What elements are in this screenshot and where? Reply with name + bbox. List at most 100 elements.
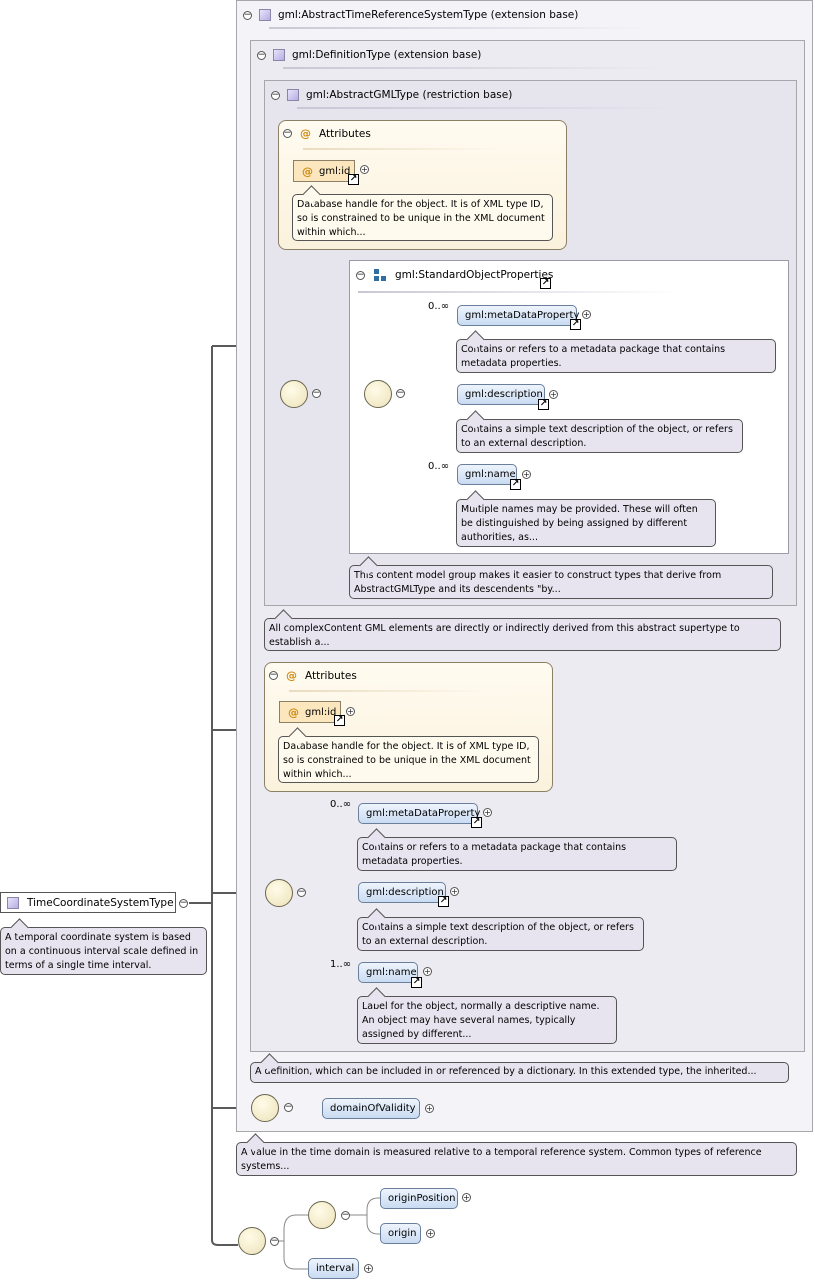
- collapse-icon[interactable]: −: [271, 89, 280, 100]
- sequence-compositor-icon[interactable]: [364, 380, 392, 408]
- reference-link-icon[interactable]: ↗: [438, 896, 449, 907]
- doc-text: Multiple names may be provided. These wi…: [461, 504, 698, 543]
- attribute-name: gml:id: [305, 706, 337, 718]
- doc-text: A temporal coordinate system is based on…: [5, 932, 199, 971]
- occurrence-label: 0..∞: [428, 301, 450, 312]
- occurrence-label: 0..∞: [428, 461, 450, 472]
- expand-icon[interactable]: +: [360, 164, 369, 174]
- root-complex-type[interactable]: TimeCoordinateSystemType: [0, 892, 176, 913]
- expand-icon[interactable]: +: [426, 1228, 435, 1238]
- attribute-gml-id[interactable]: @ gml:id: [293, 160, 355, 182]
- reference-link-icon[interactable]: ↗: [570, 319, 581, 330]
- element-name-label: gml:name: [465, 469, 516, 480]
- reference-link-icon[interactable]: ↗: [538, 399, 549, 410]
- sequence-compositor-icon[interactable]: [280, 380, 308, 408]
- reference-link-icon[interactable]: ↗: [540, 278, 551, 289]
- group-title: gml:AbstractGMLType (restriction base): [306, 89, 513, 101]
- attributes-header: − @ Attributes: [269, 669, 357, 682]
- sequence-compositor-icon[interactable]: [251, 1094, 279, 1122]
- complex-type-icon: [259, 9, 271, 21]
- attribute-icon: @: [302, 164, 313, 178]
- element-name-label: gml:name: [366, 967, 417, 978]
- title-rule: [289, 690, 489, 692]
- doc-text: A value in the time domain is measured r…: [241, 1147, 762, 1172]
- expand-icon[interactable]: +: [522, 469, 531, 479]
- model-group-icon: [374, 269, 386, 281]
- element-name: origin: [388, 1228, 417, 1239]
- choice-compositor-icon[interactable]: [308, 1201, 336, 1229]
- expand-icon[interactable]: +: [462, 1192, 471, 1202]
- element-name: interval: [316, 1263, 355, 1274]
- sequence-compositor-icon[interactable]: [238, 1227, 266, 1255]
- element-doc: Label for the object, normally a descrip…: [357, 996, 617, 1044]
- title-rule: [283, 67, 663, 69]
- reference-link-icon[interactable]: ↗: [334, 715, 345, 726]
- root-doc: A temporal coordinate system is based on…: [0, 927, 207, 975]
- reference-link-icon[interactable]: ↗: [510, 479, 521, 490]
- group-title: gml:DefinitionType (extension base): [292, 49, 482, 61]
- collapse-icon[interactable]: −: [179, 898, 188, 908]
- complex-type-icon: [273, 49, 285, 61]
- collapse-icon[interactable]: −: [341, 1210, 350, 1220]
- collapse-icon[interactable]: −: [297, 887, 306, 897]
- element-name[interactable]: gml:name: [457, 464, 517, 485]
- complex-type-icon: [287, 89, 299, 101]
- expand-icon[interactable]: +: [364, 1263, 373, 1273]
- doc-text: Contains or refers to a metadata package…: [461, 344, 726, 369]
- expand-icon[interactable]: +: [425, 1103, 434, 1113]
- element-origin-position[interactable]: originPosition: [380, 1188, 458, 1209]
- collapse-icon[interactable]: −: [396, 388, 405, 398]
- expand-icon[interactable]: +: [450, 886, 459, 896]
- group-doc: All complexContent GML elements are dire…: [264, 618, 781, 651]
- collapse-icon[interactable]: −: [257, 49, 266, 60]
- group-title: gml:AbstractTimeReferenceSystemType (ext…: [278, 9, 579, 21]
- expand-icon[interactable]: +: [582, 309, 591, 319]
- doc-text: All complexContent GML elements are dire…: [269, 623, 740, 648]
- sequence-compositor-icon[interactable]: [265, 879, 293, 907]
- element-metadata-property[interactable]: gml:metaDataProperty: [358, 803, 480, 824]
- attribute-doc: Database handle for the object. It is of…: [278, 736, 539, 783]
- element-metadata-property[interactable]: gml:metaDataProperty: [457, 305, 579, 326]
- attribute-icon: @: [300, 127, 311, 140]
- group-header: − gml:AbstractGMLType (restriction base): [271, 87, 512, 103]
- collapse-icon[interactable]: −: [269, 670, 278, 680]
- title-rule: [358, 291, 678, 293]
- attribute-gml-id[interactable]: @ gml:id: [279, 701, 341, 723]
- collapse-icon[interactable]: −: [270, 1236, 279, 1246]
- reference-link-icon[interactable]: ↗: [471, 817, 482, 828]
- element-doc: Contains a simple text description of th…: [357, 917, 644, 951]
- complex-type-icon: [7, 896, 19, 909]
- element-interval[interactable]: interval: [308, 1258, 359, 1279]
- collapse-icon[interactable]: −: [356, 269, 365, 280]
- reference-link-icon[interactable]: ↗: [411, 977, 422, 988]
- occurrence-label: 0..∞: [330, 799, 352, 810]
- collapse-icon[interactable]: −: [243, 9, 252, 20]
- attribute-doc: Database handle for the object. It is of…: [292, 194, 553, 241]
- collapse-icon[interactable]: −: [284, 1102, 293, 1112]
- collapse-icon[interactable]: −: [312, 388, 321, 398]
- doc-text: Contains a simple text description of th…: [362, 922, 634, 947]
- group-header: − gml:DefinitionType (extension base): [257, 47, 481, 63]
- expand-icon[interactable]: +: [549, 389, 558, 399]
- expand-icon[interactable]: +: [346, 706, 355, 716]
- root-type-name: TimeCoordinateSystemType: [27, 896, 174, 909]
- collapse-icon[interactable]: −: [283, 128, 292, 138]
- attribute-icon: @: [288, 705, 299, 719]
- element-origin[interactable]: origin: [380, 1223, 421, 1244]
- element-description[interactable]: gml:description: [358, 882, 446, 903]
- expand-icon[interactable]: +: [483, 807, 492, 817]
- doc-text: Database handle for the object. It is of…: [297, 199, 545, 238]
- doc-text: A definition, which can be included in o…: [255, 1066, 757, 1077]
- group-doc: A value in the time domain is measured r…: [236, 1142, 797, 1176]
- doc-text: Label for the object, normally a descrip…: [362, 1001, 600, 1040]
- element-domain-of-validity[interactable]: domainOfValidity: [322, 1098, 420, 1119]
- element-description[interactable]: gml:description: [457, 384, 545, 405]
- attributes-header: − @ Attributes: [283, 127, 371, 140]
- attributes-label: Attributes: [319, 127, 371, 140]
- reference-link-icon[interactable]: ↗: [348, 174, 359, 185]
- element-doc: Contains a simple text description of th…: [456, 419, 743, 453]
- expand-icon[interactable]: +: [423, 966, 432, 976]
- element-doc: Multiple names may be provided. These wi…: [456, 499, 716, 547]
- element-name: originPosition: [388, 1193, 456, 1204]
- element-name[interactable]: gml:name: [358, 962, 418, 983]
